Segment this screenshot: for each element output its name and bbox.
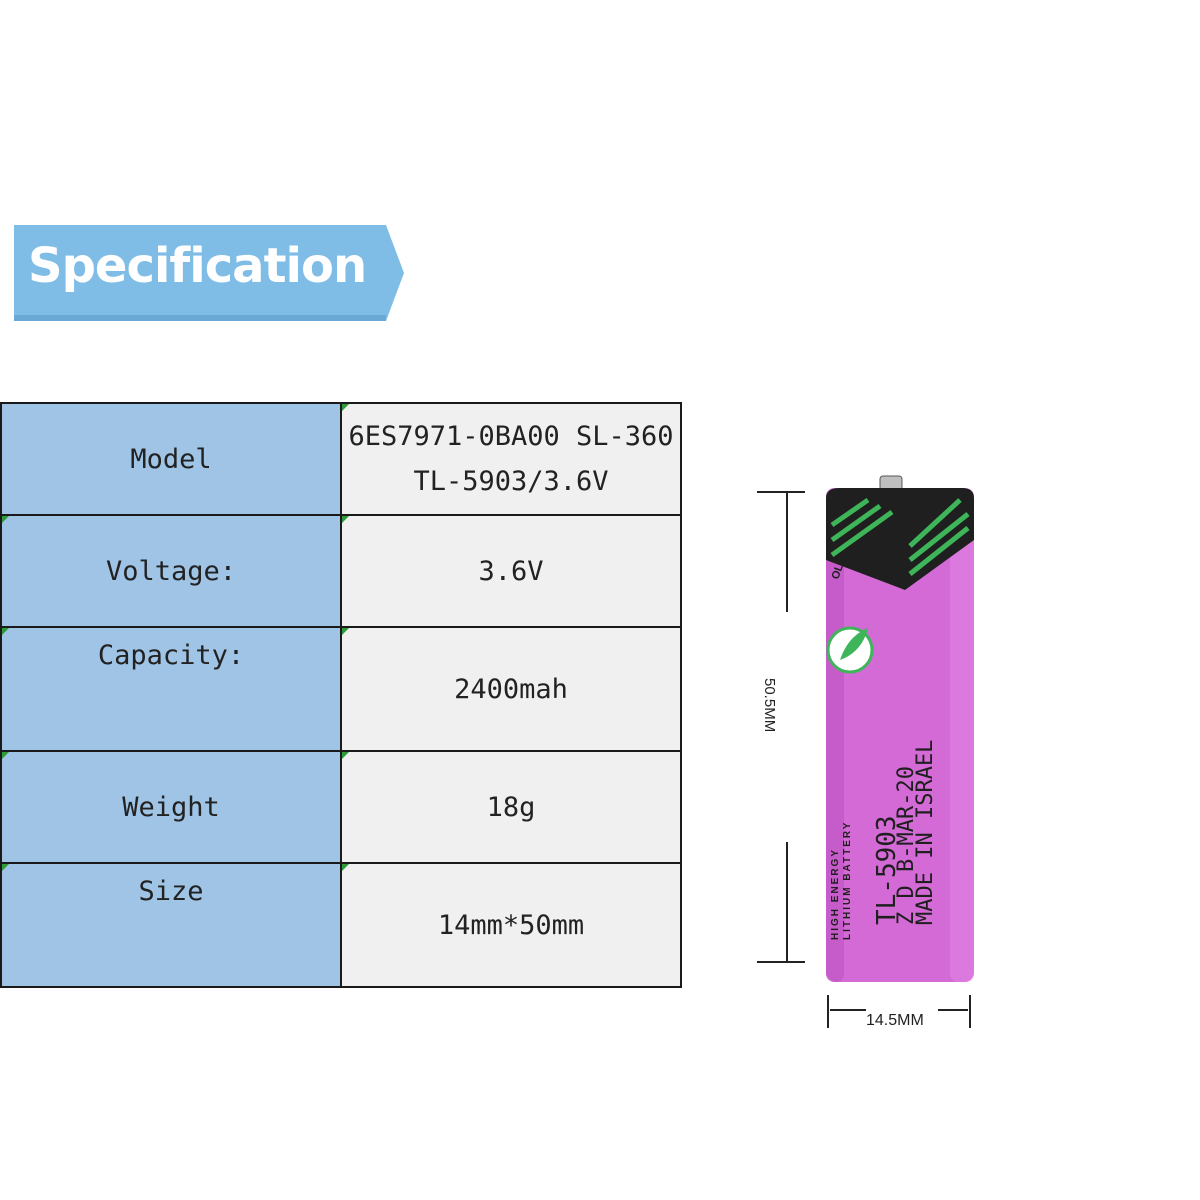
spec-label-capacity: Capacity: — [0, 626, 342, 752]
battery-small-print-1: HIGH ENERGY — [830, 848, 841, 940]
spec-row-weight: Weight 18g — [0, 750, 682, 864]
battery-top-band — [826, 488, 974, 590]
spec-value-size: 14mm*50mm — [340, 862, 682, 988]
spec-label-voltage: Voltage: — [0, 514, 342, 628]
battery-illustration: OLTS TL-5903 Z D B-MAR-20 MADE IN ISRAEL… — [757, 475, 974, 1028]
battery-terminal — [879, 475, 903, 491]
spec-value-weight: 18g — [340, 750, 682, 864]
battery-body — [826, 488, 974, 982]
battery-small-print-2: LITHIUM BATTERY — [842, 821, 853, 940]
battery-print-line-1: TL-5903 — [872, 815, 902, 925]
height-dimension-label: 50.5MM — [761, 678, 778, 733]
width-dimension-line — [827, 995, 971, 1028]
spec-label-size: Size — [0, 862, 342, 988]
spec-label-weight: Weight — [0, 750, 342, 864]
spec-value-model: 6ES7971-0BA00 SL-360 TL-5903/3.6V — [340, 402, 682, 516]
specification-banner — [14, 225, 404, 321]
spec-table: Model 6ES7971-0BA00 SL-360 TL-5903/3.6V … — [0, 402, 682, 988]
height-dimension-line — [757, 491, 805, 963]
width-dimension-label: 14.5MM — [866, 1012, 924, 1029]
spec-value-voltage: 3.6V — [340, 514, 682, 628]
spec-row-voltage: Voltage: 3.6V — [0, 514, 682, 628]
spec-row-model: Model 6ES7971-0BA00 SL-360 TL-5903/3.6V — [0, 402, 682, 516]
spec-label-model: Model — [0, 402, 342, 516]
battery-print-line-2: Z D B-MAR-20 — [894, 766, 919, 925]
battery-print-line-3: MADE IN ISRAEL — [913, 740, 938, 925]
spec-row-size: Size 14mm*50mm — [0, 862, 682, 988]
specification-title: Specification — [28, 238, 367, 294]
spec-row-capacity: Capacity: 2400mah — [0, 626, 682, 752]
spec-value-capacity: 2400mah — [340, 626, 682, 752]
